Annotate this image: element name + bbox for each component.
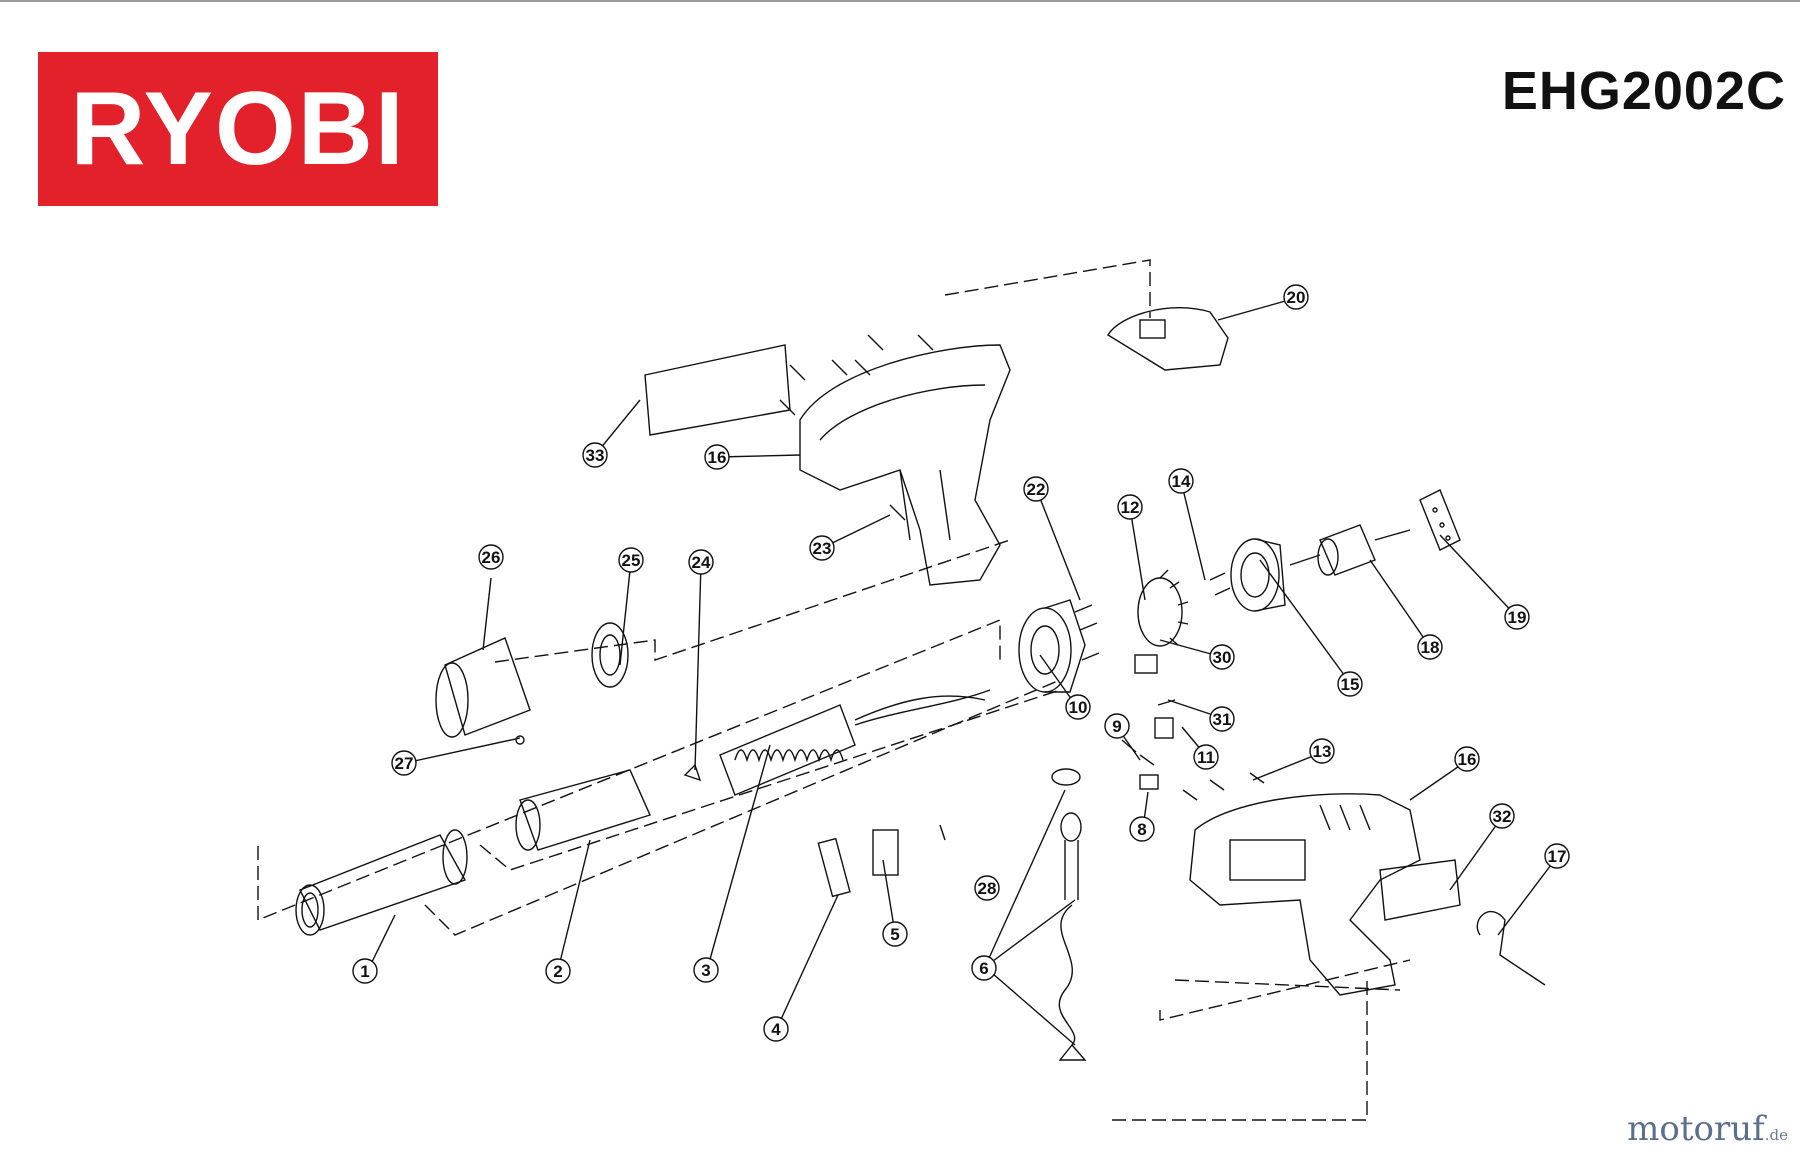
motoruf-watermark: motoruf.de	[1627, 1109, 1788, 1149]
callout-leaders	[367, 297, 1558, 1046]
callout-19: 19	[1508, 608, 1527, 627]
callout-10: 10	[1069, 698, 1088, 717]
label-part-32	[1379, 859, 1461, 921]
logo-text: RYOBI	[70, 71, 406, 187]
ring-part	[591, 622, 629, 688]
callout-6: 6	[979, 959, 988, 978]
callout-circles	[352, 284, 1570, 1042]
callout-24: 24	[692, 553, 711, 572]
part-11	[1154, 717, 1174, 739]
callout-3: 3	[701, 961, 710, 980]
motor-part	[1289, 524, 1411, 576]
callout-2: 2	[553, 962, 562, 981]
callout-32: 32	[1493, 807, 1512, 826]
callout-1: 1	[360, 962, 369, 981]
top-border-line	[0, 0, 1800, 2]
mica-tube-part	[515, 769, 651, 851]
callout-28: 28	[978, 879, 997, 898]
switch-cover-part	[1107, 307, 1229, 371]
callout-16-upper: 16	[708, 448, 727, 467]
screws	[779, 334, 1265, 801]
callout-20: 20	[1287, 288, 1306, 307]
screw-part-27	[515, 735, 525, 745]
nozzle-tube-part	[295, 829, 468, 936]
switch-part-4	[817, 837, 851, 898]
callout-8: 8	[1137, 820, 1146, 839]
concentrator-nozzle-part	[435, 637, 531, 738]
callout-30: 30	[1213, 648, 1232, 667]
callout-22: 22	[1027, 480, 1046, 499]
fan-part	[1137, 569, 1189, 647]
callout-13: 13	[1313, 742, 1332, 761]
clip-part-24	[683, 763, 702, 782]
fan-housing-part	[1018, 599, 1086, 693]
circuit-board-part	[1419, 489, 1461, 551]
ryobi-logo: RYOBI	[38, 52, 438, 206]
callout-5: 5	[890, 925, 899, 944]
callout-4: 4	[771, 1020, 781, 1039]
power-cord-part	[1051, 768, 1087, 1061]
callout-14: 14	[1172, 472, 1191, 491]
callout-15: 15	[1341, 675, 1360, 694]
callout-16-lower: 16	[1458, 750, 1477, 769]
label-part-33	[644, 344, 791, 436]
callout-33: 33	[586, 446, 605, 465]
capacitor-part-30	[1134, 654, 1158, 674]
callout-11: 11	[1197, 748, 1215, 767]
pin-part-28	[939, 824, 946, 841]
callout-12: 12	[1121, 498, 1140, 517]
hanging-hook-part	[1476, 910, 1546, 986]
housing-half-left-part	[799, 344, 1011, 586]
motor-bracket-part	[1230, 538, 1286, 612]
callout-31: 31	[1213, 710, 1232, 729]
cord-clamp-part-8	[1139, 774, 1159, 790]
watermark-domain: .de	[1764, 1126, 1788, 1144]
callout-18: 18	[1421, 638, 1440, 657]
model-number: EHG2002C	[1501, 61, 1786, 121]
heating-element-part	[719, 689, 991, 796]
watermark-name: motoruf	[1627, 1109, 1765, 1149]
callout-23: 23	[813, 539, 832, 558]
callout-25: 25	[622, 551, 641, 570]
assembly-guides	[257, 259, 1411, 1121]
callout-26: 26	[482, 548, 501, 567]
callout-17: 17	[1548, 847, 1567, 866]
housing-half-right-part	[1189, 793, 1421, 996]
callout-9: 9	[1112, 717, 1121, 736]
callout-27: 27	[395, 754, 414, 773]
callout-numbers: 1 2 3 4 5 6 8 9 10 11 12 13 14 15 16 16 …	[360, 288, 1566, 1039]
part-31	[1157, 699, 1176, 706]
switch-part-5	[872, 829, 899, 876]
